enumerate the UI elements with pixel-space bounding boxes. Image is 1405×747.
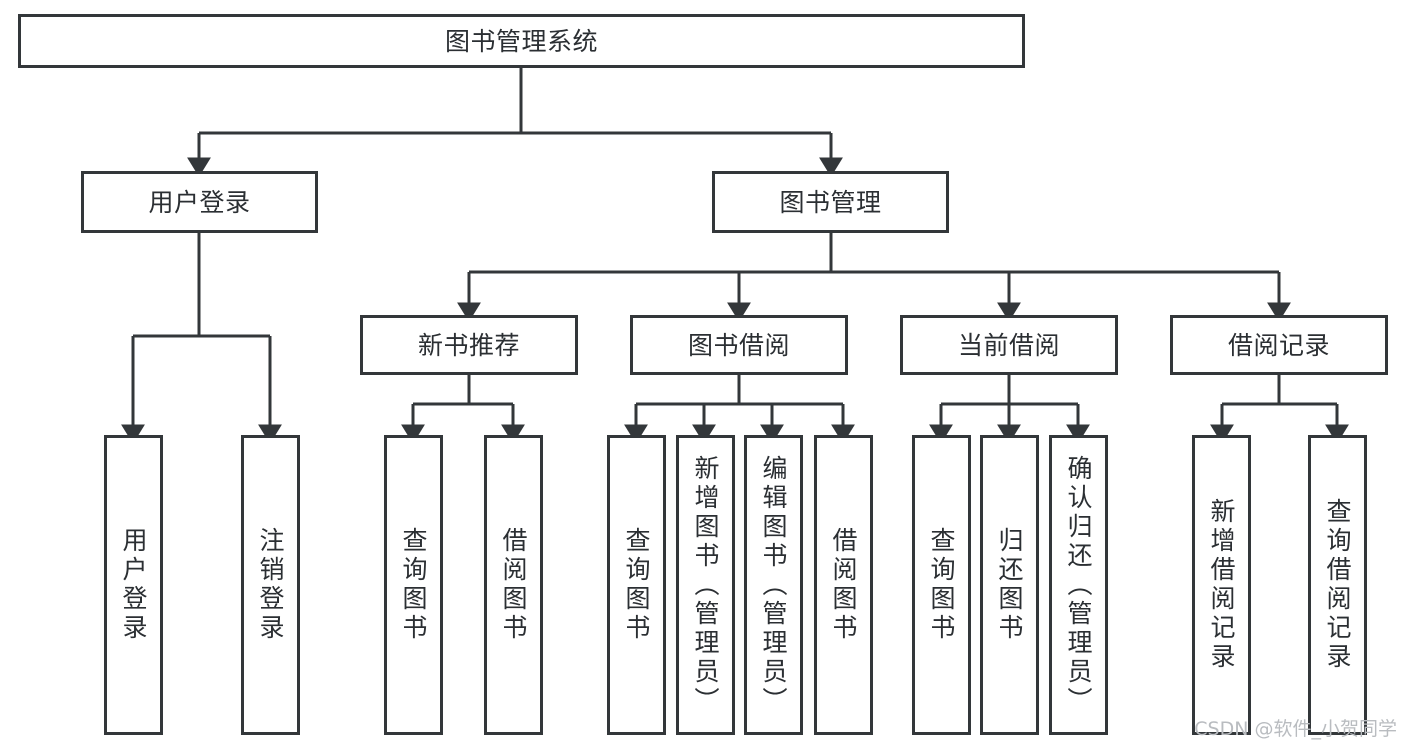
node-label: 借阅图书 [499,527,528,643]
node-label: 归还图书 [995,527,1024,643]
node-leaf-user-login[interactable]: 用户登录 [104,435,163,735]
node-leaf-query-borrow-record[interactable]: 查询借阅记录 [1308,435,1367,735]
node-label: 新书推荐 [417,330,520,360]
node-label: 当前借阅 [957,330,1060,360]
node-book-borrow[interactable]: 图书借阅 [630,315,848,375]
watermark: CSDN @软件_小贺同学 [1194,718,1397,740]
node-label: 借阅图书 [829,527,858,643]
node-label: 查询图书 [927,527,956,643]
node-leaf-query-book-borrow[interactable]: 查询图书 [607,435,666,735]
node-new-book-recommend[interactable]: 新书推荐 [360,315,578,375]
node-label: 用户登录 [119,527,148,643]
node-root-book-management-system[interactable]: 图书管理系统 [18,14,1025,68]
node-leaf-borrow-book-newbook[interactable]: 借阅图书 [484,435,543,735]
node-label: 查询图书 [399,527,428,643]
node-leaf-query-book-current[interactable]: 查询图书 [912,435,971,735]
node-leaf-confirm-return-admin[interactable]: 确认归还（管理员） [1049,435,1108,735]
node-label: 借阅记录 [1227,330,1330,360]
node-label: 新增图书（管理员） [691,454,720,716]
node-leaf-query-book-newbook[interactable]: 查询图书 [384,435,443,735]
node-user-login[interactable]: 用户登录 [81,171,318,233]
node-label: 图书管理 [779,187,882,217]
node-label: 查询图书 [622,527,651,643]
node-leaf-borrow-book[interactable]: 借阅图书 [814,435,873,735]
node-label: 查询借阅记录 [1323,498,1352,672]
node-label: 编辑图书（管理员） [759,454,788,716]
node-leaf-return-book[interactable]: 归还图书 [980,435,1039,735]
node-current-borrow[interactable]: 当前借阅 [900,315,1118,375]
node-label: 确认归还（管理员） [1064,454,1093,716]
node-label: 新增借阅记录 [1207,498,1236,672]
node-label: 注销登录 [256,527,285,643]
node-label: 图书借阅 [687,330,790,360]
node-label: 用户登录 [148,187,251,217]
node-leaf-edit-book-admin[interactable]: 编辑图书（管理员） [744,435,803,735]
node-borrow-record[interactable]: 借阅记录 [1170,315,1388,375]
node-leaf-add-book-admin[interactable]: 新增图书（管理员） [676,435,735,735]
node-label: 图书管理系统 [444,26,598,56]
node-leaf-logout[interactable]: 注销登录 [241,435,300,735]
node-leaf-add-borrow-record[interactable]: 新增借阅记录 [1192,435,1251,735]
node-book-management[interactable]: 图书管理 [712,171,949,233]
